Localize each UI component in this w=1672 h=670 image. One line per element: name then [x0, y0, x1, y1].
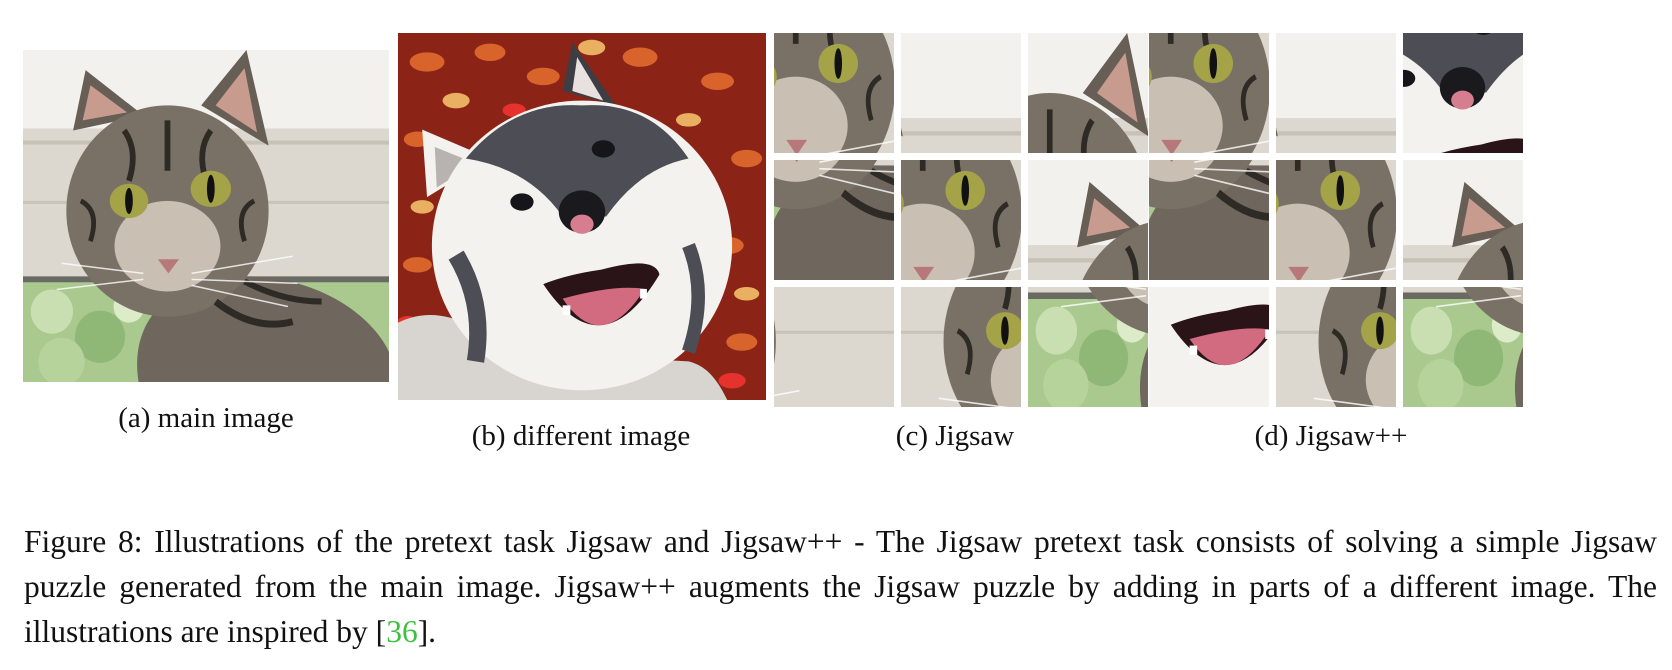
jigsaw-plus-plus-tile [1149, 287, 1269, 407]
subcaption-d: (d) Jigsaw++ [1254, 420, 1408, 452]
subcaption-c: (c) Jigsaw [895, 420, 1015, 452]
jigsaw-tile [901, 287, 1021, 407]
jigsaw-plus-plus-tile [1276, 160, 1396, 280]
jigsaw-tile [1028, 287, 1148, 407]
figure-caption-text: Figure 8: Illustrations of the pretext t… [24, 524, 1657, 649]
main-image [23, 50, 389, 382]
subcaption-b: (b) different image [471, 420, 691, 452]
jigsaw-tile [774, 287, 894, 407]
jigsaw-tile [901, 33, 1021, 153]
jigsaw-plus-plus-tile [1149, 160, 1269, 280]
figure-caption-end: ]. [417, 614, 437, 649]
jigsaw-plus-plus-tile [1403, 33, 1523, 153]
jigsaw-plus-plus-tile [1403, 287, 1523, 407]
jigsaw-tile [1028, 160, 1148, 280]
jigsaw-plus-plus-tile [1149, 33, 1269, 153]
jigsaw-tile [774, 33, 894, 153]
jigsaw-tile [901, 160, 1021, 280]
jigsaw-plus-plus-tile [1276, 287, 1396, 407]
citation-link[interactable]: 36 [386, 614, 418, 649]
subcaption-a: (a) main image [118, 402, 294, 434]
jigsaw-tile [1028, 33, 1148, 153]
jigsaw-plus-plus-tile [1403, 160, 1523, 280]
jigsaw-tile [774, 160, 894, 280]
different-image [398, 33, 766, 400]
jigsaw-plus-plus-tile [1276, 33, 1396, 153]
figure-caption: Figure 8: Illustrations of the pretext t… [24, 519, 1657, 654]
